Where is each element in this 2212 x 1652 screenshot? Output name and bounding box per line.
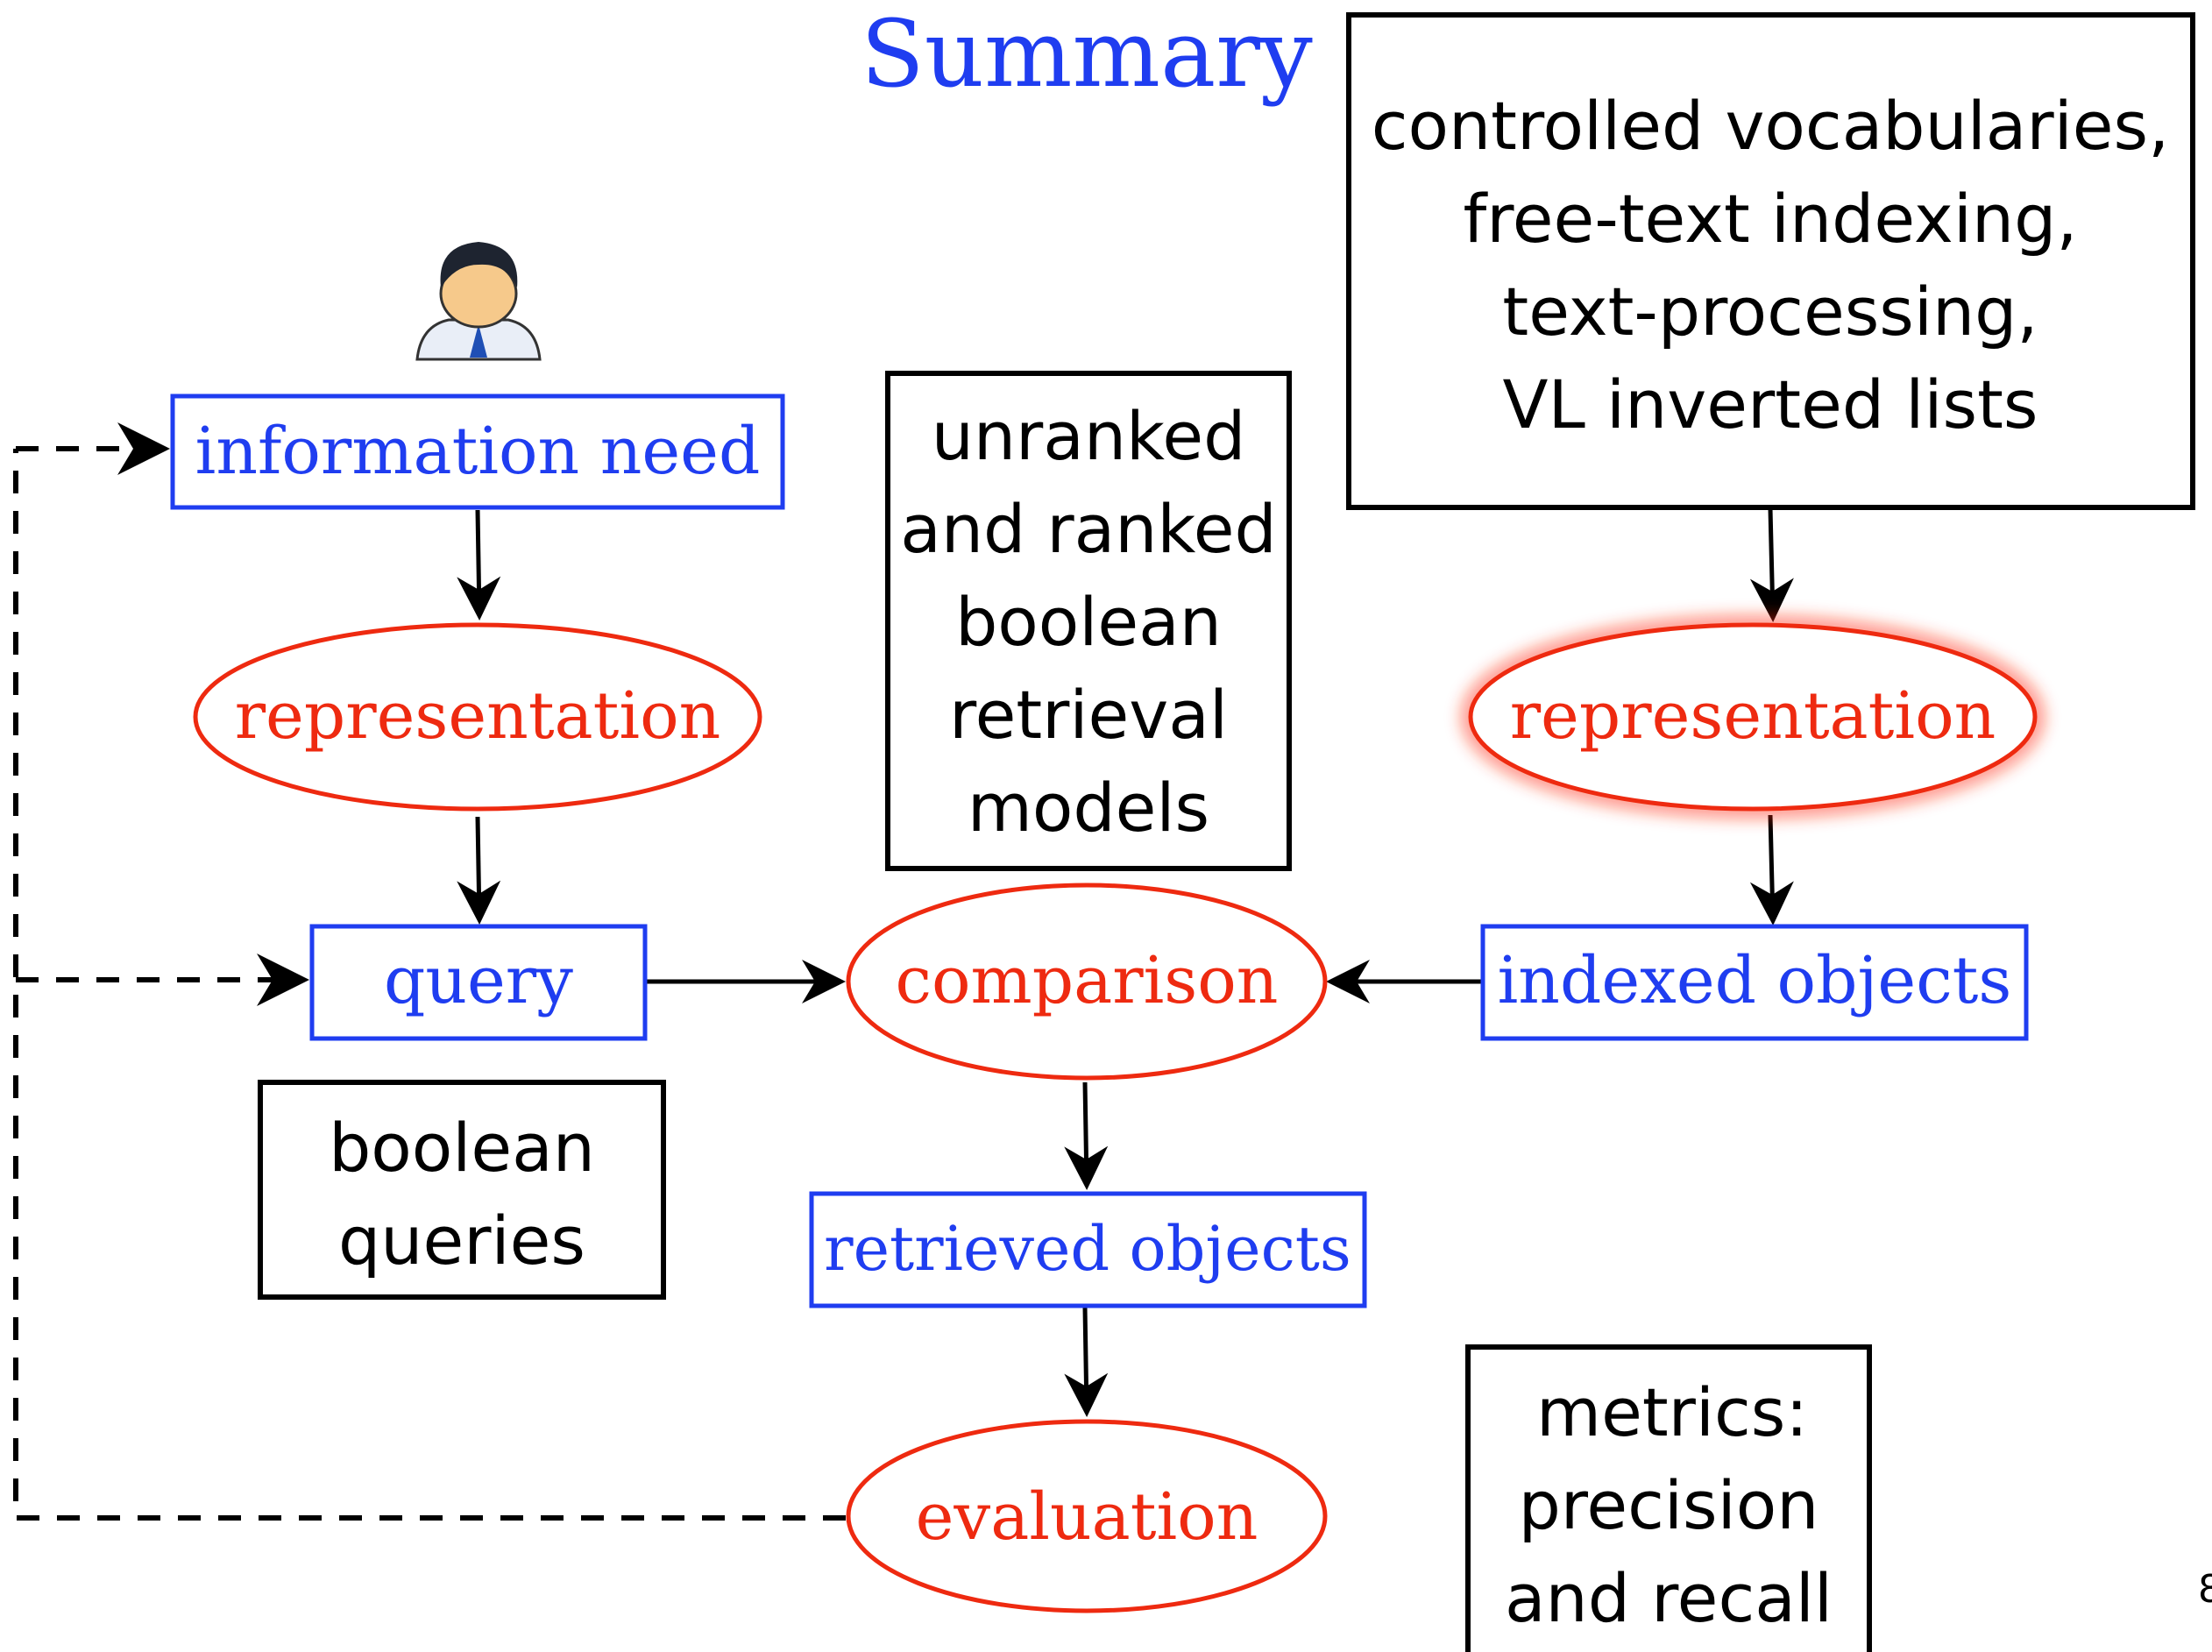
note-queries-line-2: queries	[338, 1202, 585, 1280]
node-comparison-label: comparison	[896, 943, 1279, 1018]
node-representation-right: representation	[1461, 615, 2045, 819]
node-indexed-objects-label: indexed objects	[1498, 943, 2012, 1018]
node-query-label: query	[384, 943, 573, 1018]
note-models-line-2: and ranked	[900, 490, 1276, 568]
note-boolean-queries: boolean queries	[258, 1080, 666, 1300]
note-metrics-line-3: and recall	[1505, 1559, 1833, 1637]
node-information-need-label: information need	[195, 414, 761, 489]
node-retrieved-objects-label: retrieved objects	[824, 1213, 1351, 1285]
node-representation-left: representation	[193, 622, 762, 812]
feedback-loop	[13, 422, 846, 1521]
note-retrieval-models: unranked and ranked boolean retrieval mo…	[885, 371, 1292, 871]
node-evaluation-label: evaluation	[916, 1479, 1258, 1555]
node-comparison: comparison	[846, 883, 1328, 1081]
note-indexing-line-4: VL inverted lists	[1503, 365, 2038, 443]
page-number: 8	[2198, 1567, 2212, 1612]
note-metrics-line-1: metrics:	[1536, 1373, 1808, 1451]
user-avatar-icon	[415, 242, 542, 361]
note-models-line-3: boolean	[955, 583, 1222, 661]
note-metrics-line-2: precision	[1519, 1466, 1819, 1544]
note-models-line-4: retrieval	[949, 676, 1228, 754]
flow-arrows	[457, 507, 1794, 1417]
node-retrieved-objects: retrieved objects	[809, 1191, 1367, 1308]
note-models-line-5: models	[968, 769, 1209, 847]
node-representation-left-label: representation	[235, 678, 721, 754]
node-information-need: information need	[170, 394, 785, 510]
note-indexing: controlled vocabularies, free-text index…	[1346, 12, 2195, 510]
page-title: Summary	[861, 0, 1313, 108]
node-representation-right-label: representation	[1510, 678, 1996, 754]
node-evaluation: evaluation	[846, 1419, 1328, 1613]
note-indexing-line-3: text-processing,	[1502, 273, 2038, 351]
note-models-line-1: unranked	[932, 397, 1246, 475]
node-query: query	[309, 924, 648, 1041]
note-indexing-line-1: controlled vocabularies,	[1372, 87, 2170, 165]
node-indexed-objects: indexed objects	[1480, 924, 2029, 1041]
note-metrics: metrics: precision and recall	[1465, 1344, 1872, 1652]
note-indexing-line-2: free-text indexing,	[1463, 180, 2077, 258]
note-queries-line-1: boolean	[329, 1109, 595, 1187]
